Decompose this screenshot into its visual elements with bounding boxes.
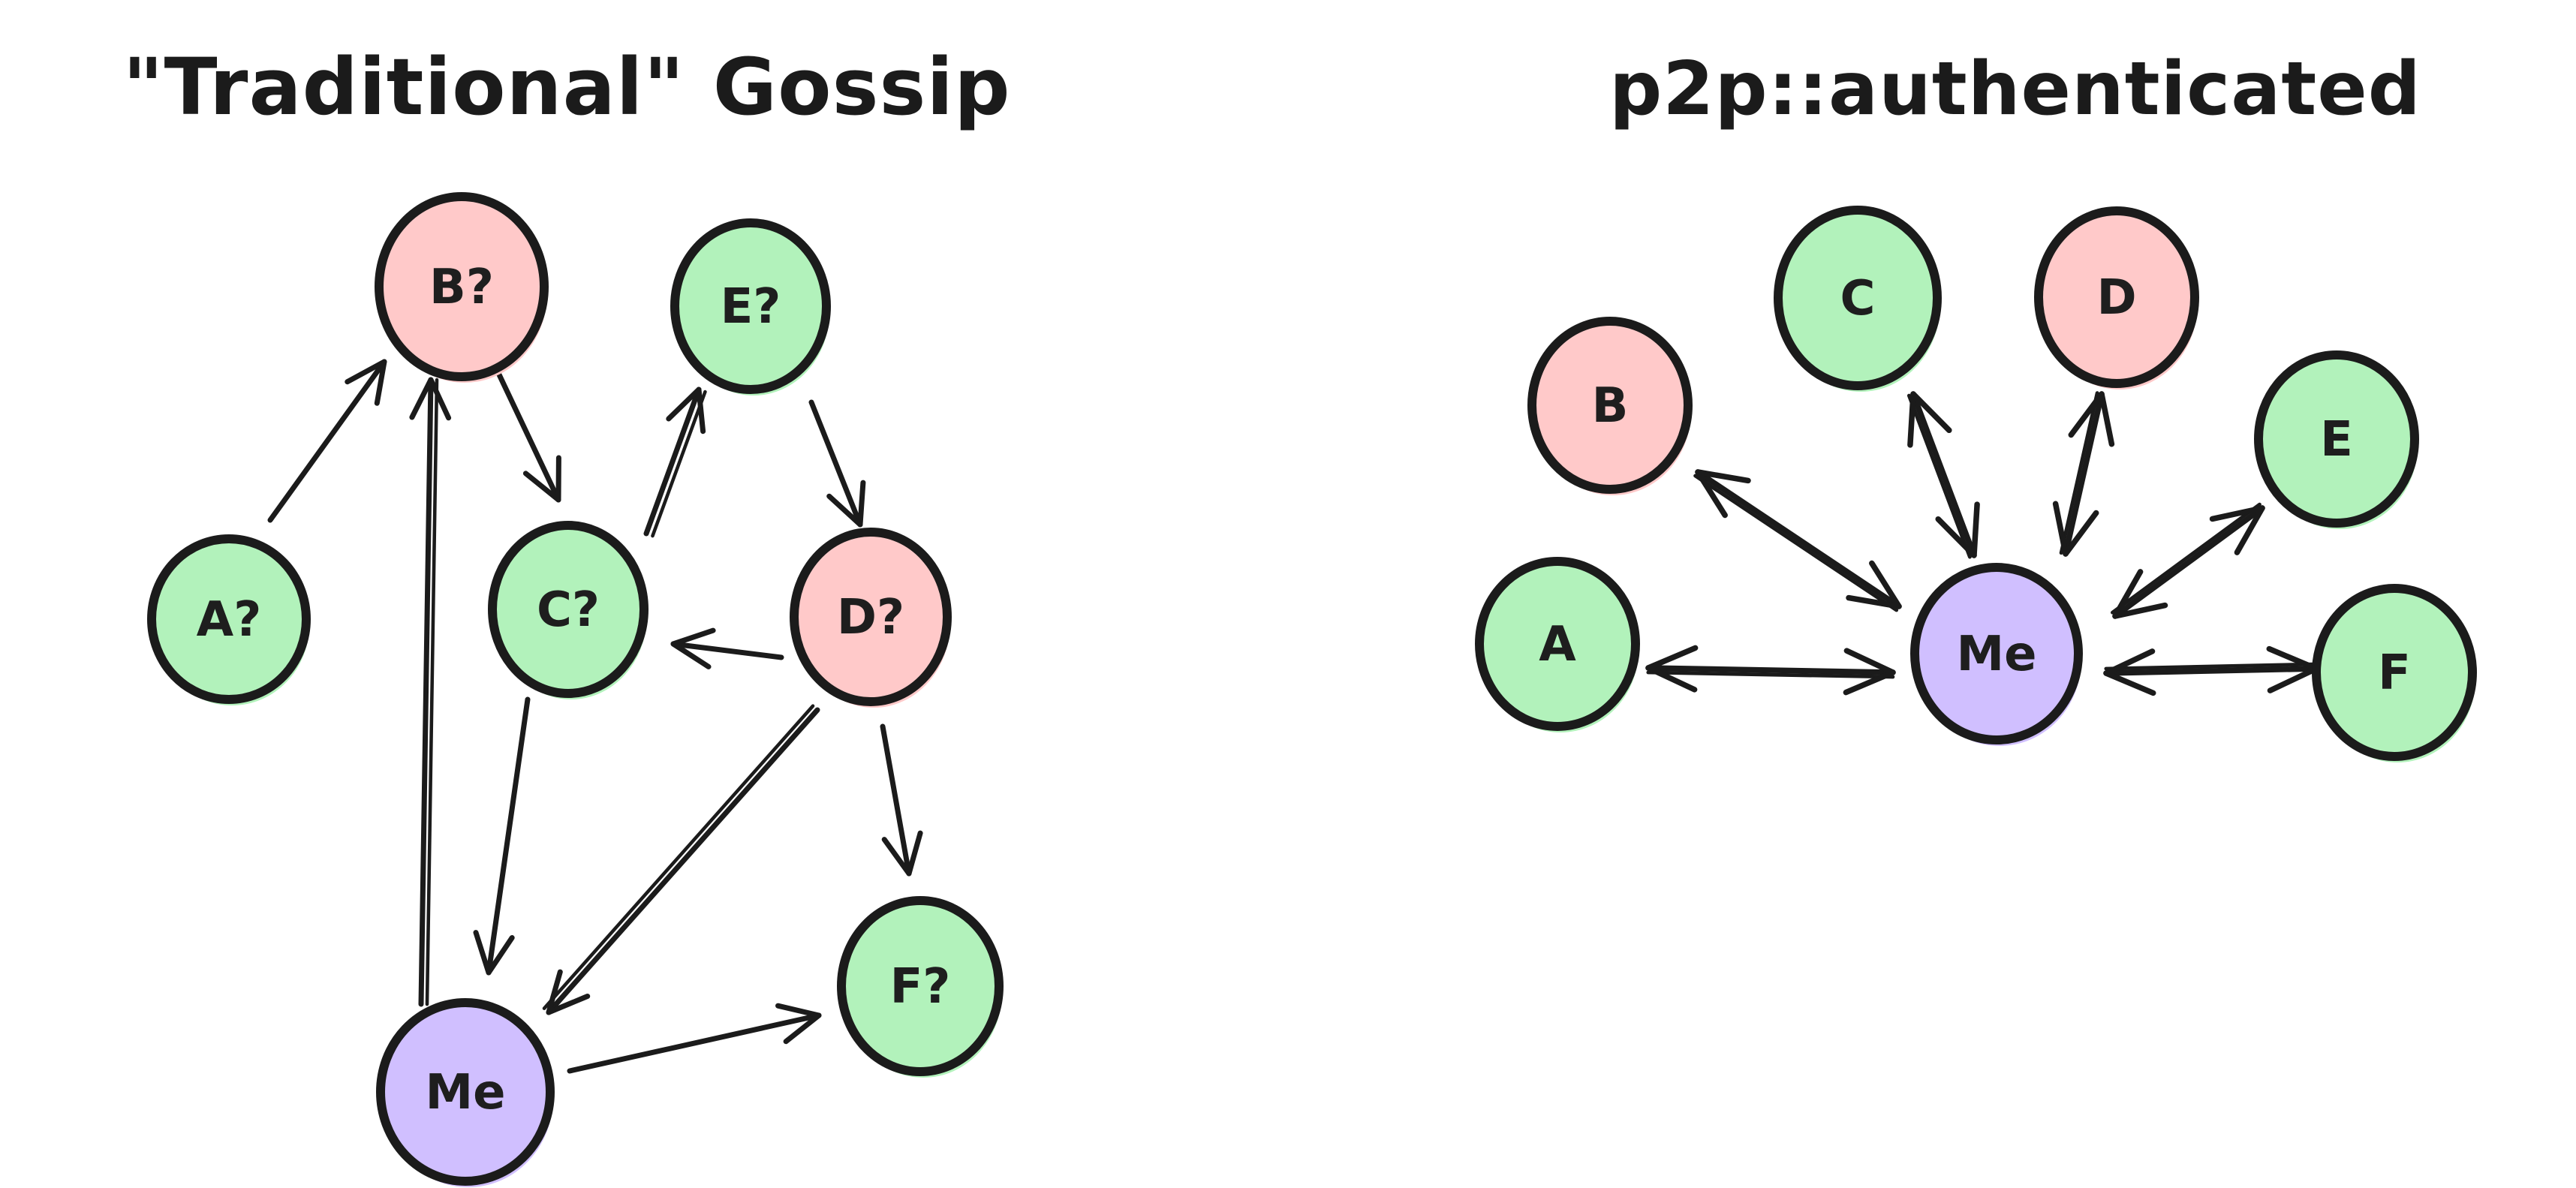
- edge-A-Me: [1645, 645, 1896, 696]
- right-diagram-title: p2p::authenticated: [1609, 47, 2421, 132]
- node-A: A: [1475, 557, 1640, 732]
- node-B-label: B: [1592, 378, 1629, 434]
- edge-Me-B: [409, 377, 452, 1007]
- edge-D-Me: [2052, 391, 2115, 557]
- node-E: E: [2254, 350, 2419, 529]
- node-Me-label: Me: [425, 1065, 505, 1120]
- edge-C-Me: [1906, 391, 1980, 559]
- node-F-label: F: [2378, 645, 2411, 701]
- node-B-label: B?: [429, 260, 494, 315]
- edge-Me-F: [567, 1003, 822, 1074]
- edge-B-Me: [1693, 469, 1902, 612]
- edge-F-Me: [2103, 645, 2319, 696]
- left-diagram-title: "Traditional" Gossip: [122, 41, 1010, 133]
- node-D-label: D?: [837, 590, 904, 645]
- edge-D-Me: [542, 704, 820, 1015]
- edge-C-Me: [473, 696, 531, 976]
- edge-B-C: [495, 370, 561, 503]
- node-F-label: F?: [890, 959, 951, 1015]
- node-Me: Me: [376, 998, 555, 1187]
- node-A-label: A?: [197, 592, 262, 648]
- node-D-label: D: [2096, 270, 2136, 326]
- node-F: F: [2312, 584, 2477, 762]
- edge-E-D: [808, 399, 866, 528]
- node-B: B: [1527, 317, 1693, 495]
- node-D: D: [2034, 206, 2199, 389]
- edge-A-B: [267, 359, 387, 523]
- left-diagram: A? B? C? D? E? F? Me: [147, 192, 1004, 1187]
- node-B: B?: [375, 192, 549, 383]
- node-E-label: E: [2320, 412, 2353, 468]
- node-E-label: E?: [721, 279, 781, 335]
- node-D: D?: [790, 528, 952, 708]
- node-A-label: A: [1539, 617, 1576, 672]
- node-C: C: [1774, 206, 1942, 392]
- node-Me: Me: [1910, 563, 2083, 746]
- node-E: E?: [670, 218, 831, 395]
- edge-E-Me: [2111, 502, 2265, 619]
- node-F: F?: [837, 896, 1004, 1078]
- edge-D-F: [880, 723, 923, 877]
- node-A: A?: [147, 534, 311, 705]
- node-C-label: C: [1840, 271, 1876, 326]
- edge-C-E: [643, 386, 707, 538]
- node-C-label: C?: [537, 582, 600, 638]
- right-diagram: A B C D E F Me: [1475, 206, 2477, 762]
- node-C: C?: [488, 521, 649, 699]
- edge-D-C: [670, 627, 784, 669]
- node-Me-label: Me: [1956, 627, 2036, 682]
